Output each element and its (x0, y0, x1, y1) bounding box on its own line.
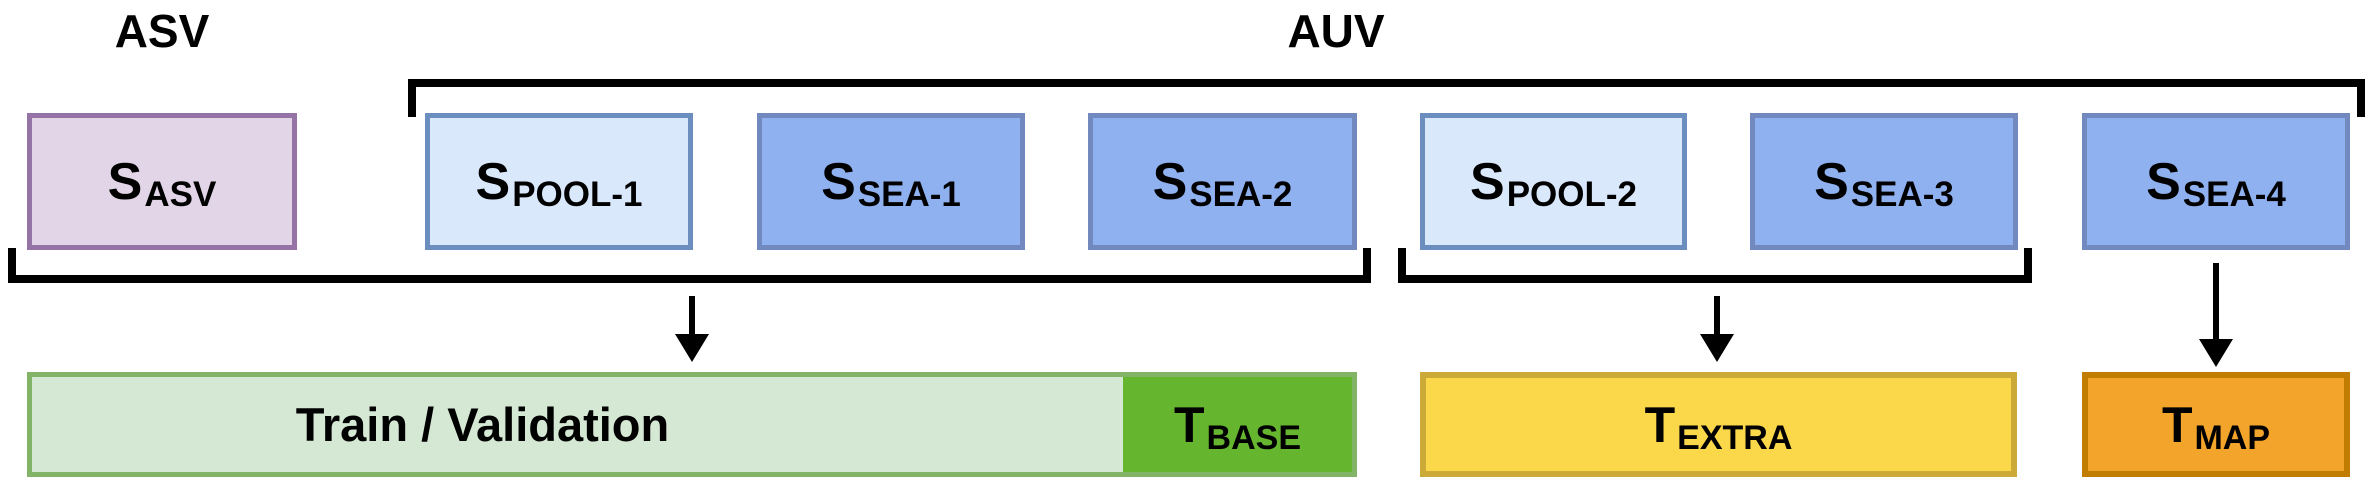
source-box-main-label: S (107, 152, 143, 211)
t-map-sub-label: MAP (2194, 418, 2271, 457)
train-group-brace (8, 248, 1371, 283)
source-box-main-label: S (821, 152, 856, 211)
extra-group-brace (1398, 248, 2032, 283)
train-validation-segment: Train / Validation (32, 377, 1123, 472)
down-arrow-extra-head-icon (1700, 334, 1734, 362)
train-validation-label: Train / Validation (295, 398, 670, 451)
t-extra-sub-label: EXTRA (1677, 418, 1793, 457)
source-box-main-label: S (1152, 152, 1188, 211)
down-arrow-train (689, 296, 695, 338)
source-box-sub-label: SEA-4 (2182, 175, 2286, 214)
source-box-sub-label: ASV (144, 175, 217, 214)
t-map-main-label: T (2161, 396, 2193, 453)
down-arrow-train-head-icon (675, 334, 709, 362)
t-base-sub-label: BASE (1206, 418, 1301, 457)
source-box-sub-label: SEA-3 (1850, 175, 1954, 214)
source-box-sub-label: SEA-1 (857, 175, 961, 214)
source-box-sub-label: POOL-1 (512, 175, 643, 214)
source-box-sub-label: SEA-2 (1189, 175, 1293, 214)
down-arrow-map-head-icon (2199, 339, 2233, 367)
auv-group-bracket (408, 79, 2365, 117)
source-box-main-label: S (475, 152, 511, 211)
auv-group-label: AUV (1287, 5, 1385, 57)
source-box-main-label: S (1814, 152, 1849, 211)
down-arrow-map (2213, 263, 2219, 343)
t-extra-main-label: T (1644, 396, 1676, 453)
source-box-main-label: S (2146, 152, 2181, 211)
t-base-main-label: T (1173, 396, 1205, 453)
asv-group-label: ASV (114, 5, 210, 57)
source-box-main-label: S (1470, 152, 1505, 211)
source-box-sub-label: POOL-2 (1506, 175, 1637, 214)
down-arrow-extra (1714, 296, 1720, 338)
